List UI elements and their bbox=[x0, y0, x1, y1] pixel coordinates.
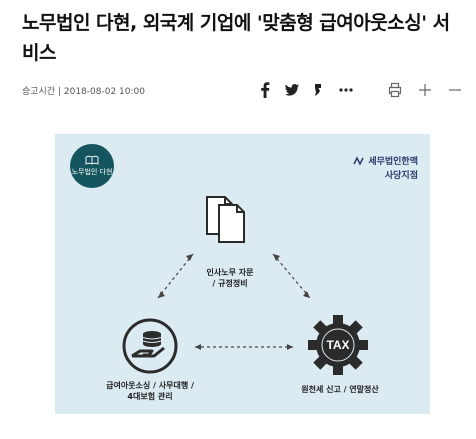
font-decrease-icon[interactable] bbox=[448, 81, 462, 99]
tax-gear-icon: TAX bbox=[308, 315, 368, 375]
top-node-label: 인사노무 자문 / 규정정비 bbox=[206, 268, 254, 288]
twitter-icon[interactable] bbox=[284, 81, 300, 99]
more-icon[interactable] bbox=[338, 81, 354, 99]
right-node-label: 원천세 신고 / 연말정산 bbox=[301, 385, 379, 394]
article-meta-bar: 승고시간 | 2018-08-02 10:00 bbox=[22, 81, 462, 99]
book-icon bbox=[85, 155, 99, 165]
documents-icon bbox=[206, 196, 245, 243]
logo-right-line1: 세무법인한맥 bbox=[368, 157, 418, 167]
logo-right: 세무법인한맥 사당지점 bbox=[353, 154, 418, 181]
facebook-icon[interactable] bbox=[258, 81, 272, 99]
publish-time: 승고시간 | 2018-08-02 10:00 bbox=[22, 87, 145, 97]
print-icon[interactable] bbox=[388, 81, 402, 99]
article-figure: 노무법인 다현 세무법인한맥 사당지점 인사노무 자문 / 규정정비 급여아웃소… bbox=[55, 134, 430, 414]
logo-left-text: 노무법인 다현 bbox=[71, 168, 113, 176]
connector-arrows bbox=[157, 253, 311, 350]
article-headline: 노무법인 다현, 외국계 기업에 '맞춤형 급여아웃소싱' 서비스 bbox=[22, 12, 450, 64]
coins-hand-icon bbox=[122, 318, 178, 374]
font-increase-icon[interactable] bbox=[418, 81, 432, 99]
left-node-label: 급여아웃소싱 / 사무대행 / 4대보험 관리 bbox=[106, 381, 194, 401]
logo-right-line2: 사당지점 bbox=[384, 171, 418, 181]
logo-mark-icon bbox=[353, 156, 364, 166]
tax-text: TAX bbox=[326, 338, 349, 352]
kakao-story-icon[interactable] bbox=[312, 81, 324, 99]
logo-left: 노무법인 다현 bbox=[70, 144, 114, 188]
